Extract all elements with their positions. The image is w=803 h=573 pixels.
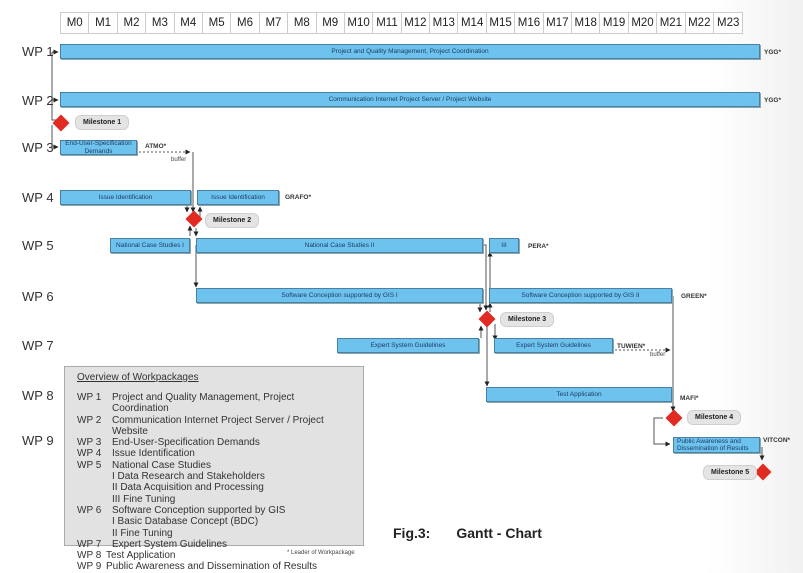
month-cell: M9: [317, 13, 345, 33]
month-cell: M8: [288, 13, 317, 33]
wp-label: WP 1: [22, 44, 54, 59]
buffer-label: buffer: [171, 157, 187, 163]
overview-subitem: II Fine Tuning: [112, 527, 173, 539]
task-bar-wp5-i: National Case Studies I: [110, 238, 190, 253]
month-cell: M20: [629, 13, 658, 33]
wp-label: WP 7: [22, 338, 54, 353]
wp-label: WP 5: [22, 238, 54, 253]
task-bar-wp5-iii: III: [489, 238, 519, 253]
milestone-label: Milestone 1: [75, 115, 130, 130]
task-bar-wp6-ii: Software Conception supported by GIS II: [489, 288, 672, 303]
month-cell: M15: [487, 13, 516, 33]
leader-label: ATMO*: [145, 143, 167, 150]
month-cell: M23: [716, 17, 740, 29]
task-bar-wp6-i: Software Conception supported by GIS I: [196, 288, 483, 303]
month-cell: M18: [572, 13, 601, 33]
task-bar-wp4-b: Issue Identification: [197, 190, 279, 205]
milestone-label: Milestone 3: [500, 312, 555, 327]
task-bar-wp7-b: Expert System Guidelines: [494, 338, 613, 353]
month-cell: M4: [175, 13, 203, 33]
month-cell: M0: [61, 13, 90, 33]
leader-label: YGG*: [764, 49, 781, 56]
milestone-label: Milestone 5: [703, 465, 758, 480]
month-cell: M19: [600, 13, 629, 33]
month-cell: M11: [373, 13, 402, 33]
month-cell: M17: [544, 13, 573, 33]
leader-label: TUWIEN*: [617, 343, 646, 350]
month-cell: M7: [260, 13, 289, 33]
task-bar-wp1: Project and Quality Management, Project …: [60, 44, 760, 59]
buffer-label: buffer: [650, 352, 666, 358]
figure-caption: Fig.3: Gantt - Chart: [393, 525, 542, 541]
month-cell: M3: [146, 13, 175, 33]
task-bar-wp5-ii: National Case Studies II: [196, 238, 483, 253]
overview-subitem: II Data Acquisition and Processing: [112, 482, 264, 494]
month-cell: M22: [686, 13, 714, 33]
milestone-label: Milestone 2: [205, 213, 260, 228]
figure-title: Gantt - Chart: [456, 525, 542, 541]
task-bar-wp2: Communication Internet Project Server / …: [60, 92, 760, 107]
month-cell: M12: [402, 13, 431, 33]
month-cell: M1: [89, 13, 118, 33]
month-cell: M14: [458, 13, 487, 33]
leader-label: VITCON*: [763, 437, 791, 444]
wp-label: WP 2: [22, 93, 54, 108]
overview-subitem: I Data Research and Stakeholders: [112, 471, 265, 483]
overview-subitem: III Fine Tuning: [112, 493, 176, 505]
figure-number: Fig.3:: [393, 525, 431, 541]
month-cell: M13: [430, 13, 459, 33]
month-header: M0 M1 M2 M3 M4 M5 M6 M7 M8 M9 M10 M11 M1…: [60, 12, 744, 34]
wp-label: WP 3: [22, 140, 54, 155]
leader-label: GRAFO*: [285, 194, 311, 201]
footnote: * Leader of Workpackage: [287, 550, 355, 556]
task-bar-wp7-a: Expert System Guidelines: [337, 338, 479, 353]
task-bar-wp4-a: Issue Identification: [60, 190, 191, 205]
leader-label: GREEN*: [681, 293, 707, 300]
wp-label: WP 9: [22, 433, 54, 448]
wp-label: WP 4: [22, 190, 54, 205]
overview-title: Overview of Workpackages: [77, 372, 199, 383]
month-cell: M10: [345, 13, 374, 33]
wp-label: WP 8: [22, 388, 54, 403]
month-cell: M6: [231, 13, 260, 33]
task-bar-wp3: End-User-Specification Demands: [60, 140, 137, 155]
task-bar-wp9: Public Awareness and Dissemination of Re…: [673, 437, 760, 453]
month-cell: M2: [118, 13, 147, 33]
task-bar-wp8: Test Application: [486, 387, 672, 402]
month-cell: M5: [203, 13, 232, 33]
leader-label: YGG*: [764, 97, 781, 104]
overview-subitem: I Basic Database Concept (BDC): [112, 516, 259, 528]
leader-label: PERA*: [528, 243, 549, 250]
month-cell: M21: [657, 13, 686, 33]
leader-label: MAFI*: [680, 395, 699, 402]
wp-label: WP 6: [22, 289, 54, 304]
month-cell: M16: [515, 13, 544, 33]
milestone-label: Milestone 4: [687, 410, 742, 425]
